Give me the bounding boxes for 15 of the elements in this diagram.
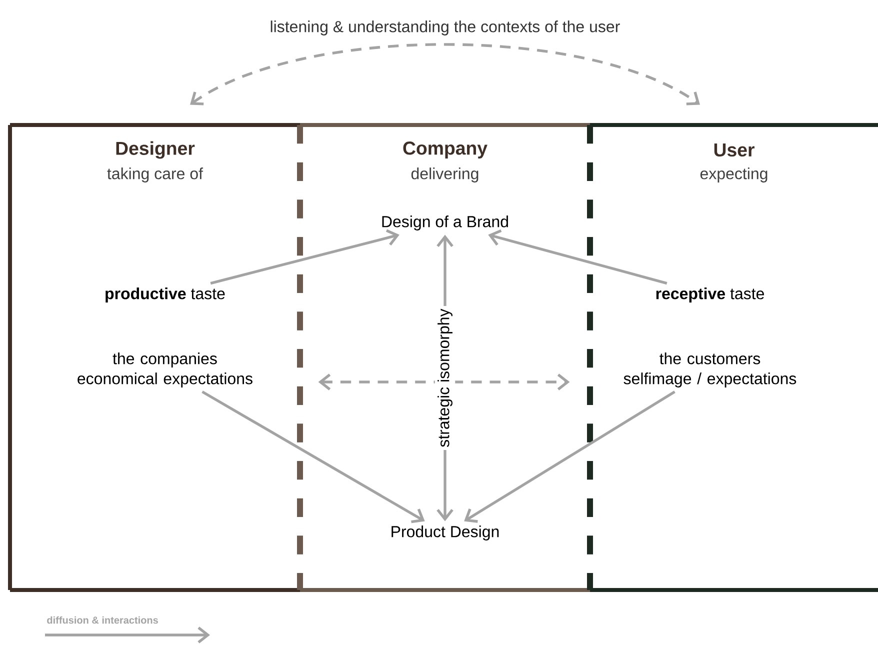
arrow [488, 229, 668, 285]
arrow [202, 390, 425, 524]
text-label: receptive taste [656, 288, 764, 302]
text-label: the customers selfimage / expectations [624, 352, 796, 388]
text-label: productive taste [106, 288, 225, 302]
arrow [190, 43, 700, 106]
text-label: the companies economical expectations [78, 352, 252, 388]
legend-text: diffusion & interactions [47, 616, 158, 624]
arrow [210, 229, 400, 285]
edge-label: listening & understanding the contexts of the user [268, 19, 622, 37]
arrow [464, 390, 676, 523]
arrow [318, 374, 570, 390]
text-label: Product Design [392, 526, 499, 540]
text-label: Design of a Brand [382, 216, 508, 230]
edge-label: strategic isomorphy [434, 306, 456, 450]
